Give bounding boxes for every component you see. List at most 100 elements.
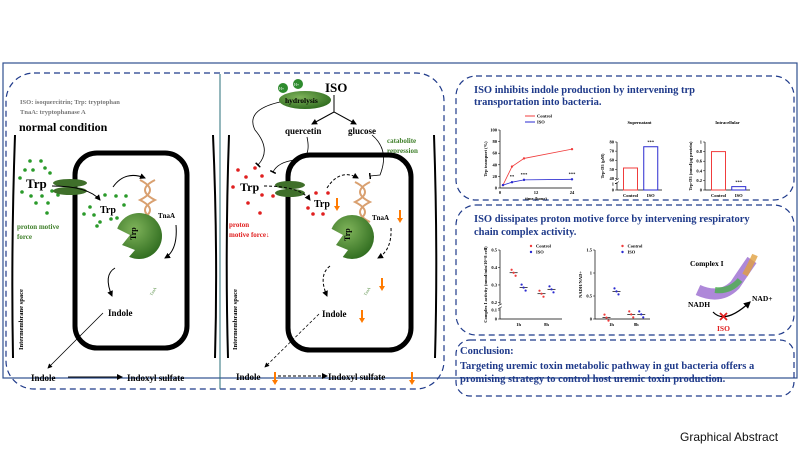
tnaa-enzyme-icon: Trp TnaA [116,213,162,297]
y-tick-label: 60 [493,151,498,156]
trp-dot [271,194,275,198]
trp-dot [40,194,44,198]
y-tick-label: 40 [610,176,615,181]
data-point [632,316,635,319]
y-tick-label: 0 [612,188,615,193]
catabolite-line-2: repression [387,147,418,155]
tnaa-label: TnaA [158,212,175,220]
transporter [53,179,87,187]
y-tick-label: 70 [610,149,615,154]
hydrolysis-ellipse [279,91,331,109]
indole-outer: Indole [31,373,56,383]
y-tick-label: 0.2 [491,300,497,305]
bar [643,146,659,191]
h-plus: H+ [294,82,300,87]
outer-frame [2,62,798,379]
trp-dot [50,189,54,193]
transporter [53,187,87,195]
indole-outer: Indole [236,372,261,382]
conclusion-line-1: Targeting uremic toxin metabolic pathway… [460,361,755,372]
data-point [510,268,513,271]
bacterial-cell [285,152,414,353]
x-axis-label: time (hour) [525,196,547,201]
data-point [640,313,643,316]
trp-dot [253,166,257,170]
trp-dot [109,217,113,221]
trp-dot [82,212,86,216]
y-tick-label: 0.5 [586,294,592,299]
trp-dot [28,159,32,163]
legend-label: Control [536,244,552,249]
trp-outer: Trp [26,176,47,191]
x-tick-label: 12 [534,190,539,195]
y-tick-label: 1 [612,181,615,186]
x-tick-label: 24 [570,190,575,195]
down-arrow-head [409,380,415,385]
trp-dot [92,213,96,217]
trp-dot [122,203,126,207]
significance-label: *** [647,140,655,145]
legend-line-1: ISO: isoquercitrin; Trp: tryptophan [20,99,120,106]
outer-membrane-left [225,134,230,359]
axis-break-mark [497,303,503,309]
y-tick-label: 100 [490,128,498,133]
pmf-line-2: force [17,233,32,241]
x-tick-label: Control [711,193,727,198]
trp-dot [39,159,43,163]
trp-dot [311,212,315,216]
bar [623,167,638,191]
data-point [512,271,515,274]
y-tick-label: 1 [590,271,593,276]
down-arrow-head [359,318,365,323]
data-point [510,181,514,184]
data-point [605,316,608,319]
panel-proton-motive [455,204,795,336]
enzyme-name: TnaA [363,286,372,296]
bacterial-cell [72,150,190,351]
data-point [613,287,616,290]
legend-label: ISO [628,250,636,255]
legend-swatch [621,250,624,254]
tnaa-enzyme-icon: Trp TnaA [330,215,374,297]
down-arrow-head [334,206,340,211]
trp-dot [306,206,310,210]
trp-dot [115,216,119,220]
data-point [501,183,505,187]
proton-icon [293,79,303,89]
expression-arrow [377,227,392,259]
axes [499,250,562,320]
normal-condition-panel: normal condition Trp Trp TnaA Trp TnaA I… [11,120,218,383]
trp-outer: Trp [240,180,259,194]
legend-swatch [621,244,624,248]
induction-arrow [326,172,359,189]
y-tick-label: 0 [495,317,498,322]
y-axis-label: Trp-D5 (μM) [600,153,605,179]
complex-i-label: Complex I [690,259,724,268]
intermembrane-space: Intermembrane space [232,289,239,350]
transporter [275,189,305,197]
h-plus: H+ [279,86,285,91]
panel-trp-transport [455,75,795,201]
data-point [552,291,555,294]
proton-icon [278,83,288,93]
legend-label: Control [537,114,553,119]
legend-line-2: TnaA: tryptophanase A [20,109,86,116]
trp-dot [103,193,107,197]
trp-dot [43,166,47,170]
data-point [524,289,527,292]
series-line [502,178,573,186]
trp-dot [321,212,325,216]
series-line [502,148,573,186]
trp-inner: Trp [314,199,330,210]
indoxyl-sulfate: Indoxyl sulfate [328,372,385,382]
y-tick-label: 40 [493,162,498,167]
trp-dot [236,168,240,172]
trp-dot [45,211,49,215]
y-tick-label: 80 [610,140,615,145]
trp-dot [246,201,250,205]
transporter [275,181,305,189]
conversion-arrow [322,265,331,297]
